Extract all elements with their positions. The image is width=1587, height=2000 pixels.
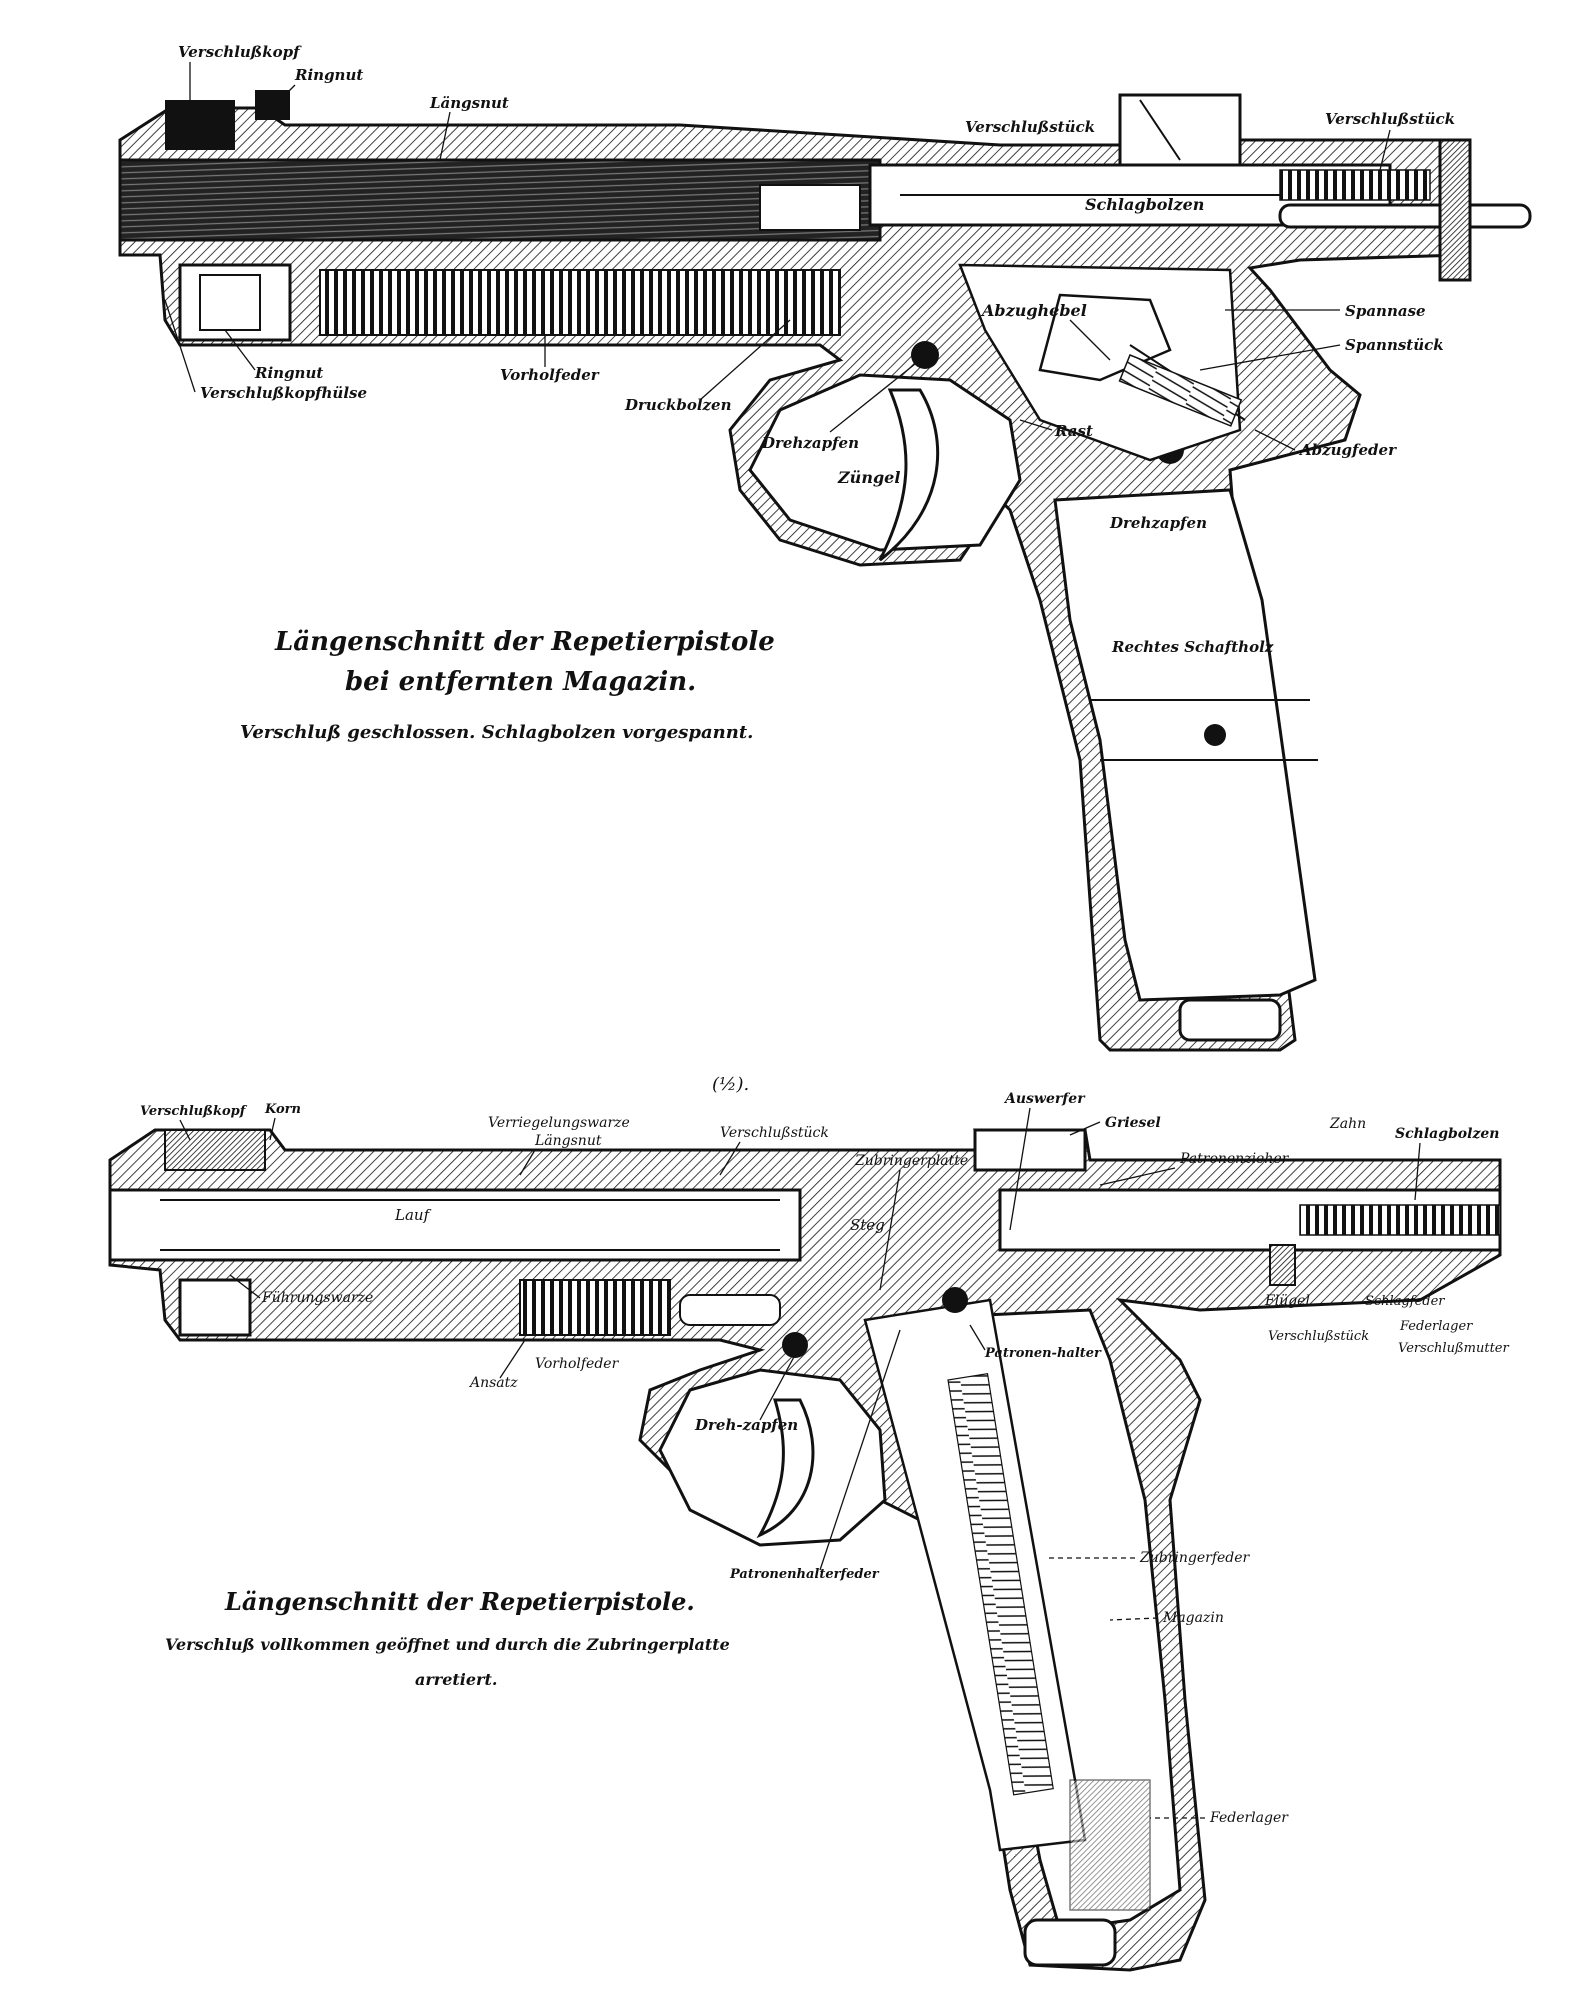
label-zahn-bottom: Zahn — [1329, 1116, 1366, 1132]
top-caption-line2: bei entfernten Magazin. — [345, 667, 696, 697]
bottom-recoil-spring — [519, 1279, 671, 1336]
label-verriegelungswarze-bottom: Verriegelungswarze — [488, 1115, 630, 1131]
bottom-caption-line2: Verschluß vollkommen geöffnet und durch … — [165, 1635, 730, 1654]
label-steg-bottom: Steg — [850, 1216, 885, 1234]
top-pistol-section — [118, 90, 1532, 1052]
label-vorholfeder-bottom: Vorholfeder — [535, 1356, 620, 1372]
label-ringnut-top: Ringnut — [294, 66, 363, 84]
label-vorholfeder-top: Vorholfeder — [500, 366, 600, 384]
top-caption: Längenschnitt der Repetierpistole bei en… — [240, 627, 775, 743]
label-verschlussstueck-a-top: Verschlußstück — [965, 118, 1095, 136]
label-lauf-bottom: Lauf — [394, 1206, 432, 1224]
bottom-trigger — [756, 1398, 815, 1539]
label-rast-top: Rast — [1054, 422, 1093, 440]
label-korn-bottom: Korn — [264, 1102, 301, 1117]
label-verschlusskopfhuelse-top: Verschlußkopfhülse — [200, 384, 367, 402]
top-caption-line3: Verschluß geschlossen. Schlagbolzen vorg… — [240, 722, 753, 743]
label-fuehrungswarze-bottom: Führungswarze — [261, 1290, 373, 1306]
label-verschlussstueck-top-bottom: Verschlußstück — [720, 1125, 829, 1141]
label-verschlusskopf-top: Verschlußkopf — [178, 43, 302, 61]
label-abzugfeder-top: Abzugfeder — [1298, 441, 1397, 459]
label-ringnut-bottom-top: Ringnut — [254, 364, 323, 382]
top-caption-line1: Längenschnitt der Repetierpistole — [274, 627, 775, 657]
top-trigger-guard-opening — [748, 373, 1022, 552]
label-spannstueck-top: Spannstück — [1345, 336, 1444, 354]
top-recoil-spring — [319, 269, 841, 336]
top-trigger — [878, 388, 940, 562]
label-verschlussmutter-bottom: Verschlußmutter — [1398, 1341, 1509, 1356]
label-federlager-a-bottom: Federlager — [1399, 1319, 1473, 1334]
label-zubringerfeder-bottom: Zubringerfeder — [1139, 1550, 1251, 1566]
label-patronenhalter-bottom: Patronen-halter — [984, 1346, 1102, 1361]
bottom-labels: Verschlußkopf Korn Verriegelungswarze Lä… — [140, 1091, 1509, 1826]
top-labels: Verschlußkopf Ringnut Längsnut Verschluß… — [164, 43, 1455, 656]
label-rechtes-schaftholz-top: Rechtes Schaftholz — [1111, 638, 1274, 656]
label-federlager-b-bottom: Federlager — [1209, 1810, 1289, 1826]
label-abzughebel-top: Abzughebel — [980, 301, 1087, 320]
top-barrel — [118, 158, 882, 242]
bottom-caption-line1: Längenschnitt der Repetierpistole. — [224, 1587, 695, 1616]
label-verschlusskopf-bottom: Verschlußkopf — [140, 1104, 248, 1119]
label-auswerfer-bottom: Auswerfer — [1003, 1091, 1086, 1107]
label-laengsnut-bottom: Längsnut — [534, 1133, 602, 1149]
bottom-barrel — [108, 1188, 802, 1262]
top-mechanism-cavity — [958, 263, 1242, 462]
label-ansatz-bottom: Ansatz — [468, 1375, 518, 1391]
label-druckbolzen-top: Druckbolzen — [624, 396, 732, 414]
label-patronenzieher-bottom: Patronenzieher — [1179, 1151, 1290, 1167]
bottom-caption: Längenschnitt der Repetierpistole. Versc… — [165, 1587, 730, 1689]
label-drehzapfen-b-top: Drehzapfen — [1109, 514, 1207, 532]
label-verschlussstueck-bottom-bottom: Verschlußstück — [1268, 1329, 1369, 1344]
label-schlagfeder-bottom: Schlagfeder — [1365, 1294, 1445, 1309]
label-laengsnut-top: Längsnut — [429, 94, 509, 112]
top-striker-rod — [1278, 203, 1532, 229]
label-drehzapfen-bottom: Dreh-zapfen — [694, 1416, 798, 1434]
bottom-caption-line3: arretiert. — [415, 1670, 497, 1689]
label-magazin-bottom: Magazin — [1162, 1610, 1224, 1626]
top-grip-wood — [1053, 488, 1317, 1002]
label-verschlussstueck-b-top: Verschlußstück — [1325, 110, 1455, 128]
bottom-trigger-guard-opening — [658, 1368, 887, 1547]
label-patronenhalterfeder-bottom: Patronenhalterfeder — [729, 1567, 880, 1582]
label-fluegel-bottom: Flügel — [1264, 1293, 1310, 1309]
scale-note: (½). — [712, 1074, 749, 1095]
label-griesel-bottom: Griesel — [1105, 1115, 1161, 1131]
label-spannase-top: Spannase — [1345, 302, 1426, 320]
label-drehzapfen-a-top: Drehzapfen — [761, 434, 859, 452]
label-schlagbolzen-bottom: Schlagbolzen — [1395, 1126, 1499, 1142]
label-zuengel-top: Züngel — [837, 468, 900, 487]
label-schlagbolzen-top: Schlagbolzen — [1085, 195, 1204, 214]
label-zubringerplatte-bottom: Zubringerplatte — [854, 1153, 968, 1169]
bottom-pistol-section — [108, 1128, 1502, 1972]
